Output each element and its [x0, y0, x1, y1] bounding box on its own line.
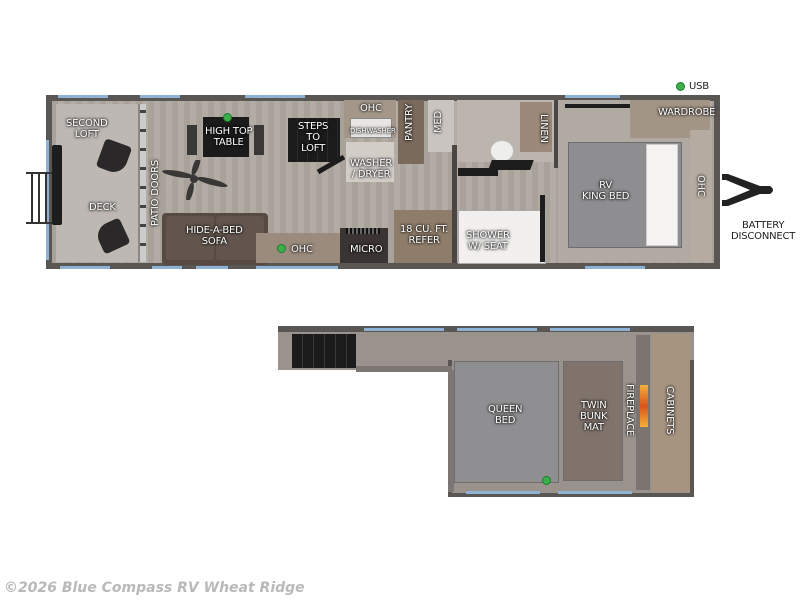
- window-shade: [565, 104, 645, 108]
- refrigerator: [394, 210, 452, 263]
- interior-wall: [554, 100, 558, 168]
- label-cabinets: CABINETS: [664, 386, 675, 435]
- trailer-hitch-icon: [720, 170, 778, 210]
- ceiling-fan-icon: [160, 156, 230, 202]
- label-fireplace: FIREPLACE: [624, 384, 635, 436]
- label-rv-king-bed: RV KING BED: [582, 180, 630, 202]
- dishwasher: [350, 118, 392, 138]
- window: [585, 266, 645, 269]
- deck-railing: [26, 172, 56, 224]
- label-queen-bed: QUEEN BED: [488, 404, 523, 426]
- hall-door: [458, 168, 498, 176]
- label-second-loft: SECOND LOFT: [66, 118, 108, 140]
- label-high-top-table: HIGH TOP TABLE: [205, 126, 253, 148]
- high-top-table: [203, 117, 249, 157]
- label-med: MED: [433, 111, 444, 134]
- window: [196, 266, 228, 269]
- patio-door-frame: [140, 104, 146, 262]
- copyright-watermark: ©2026 Blue Compass RV Wheat Ridge: [4, 580, 305, 596]
- toilet: [490, 140, 514, 162]
- label-micro: MICRO: [350, 244, 383, 255]
- label-ohc-living: OHC: [291, 244, 313, 255]
- loft-railing: [356, 366, 452, 372]
- window: [565, 95, 620, 98]
- label-twin-bunk-mat: TWIN BUNK MAT: [580, 400, 608, 433]
- window: [152, 266, 182, 269]
- window: [558, 491, 632, 494]
- ohc-bedroom: [690, 130, 712, 262]
- label-battery-disconnect: BATTERY DISCONNECT: [731, 220, 796, 242]
- twin-bunk-mat: [563, 361, 623, 481]
- label-ohc-bedroom: OHC: [695, 175, 706, 197]
- usb-dot-icon: [542, 476, 551, 485]
- shower-wall: [540, 195, 545, 262]
- label-deck: DECK: [89, 202, 116, 213]
- window: [550, 328, 630, 331]
- window: [140, 95, 180, 98]
- linen-cabinet: [520, 102, 552, 152]
- label-washer-dryer: WASHER / DRYER: [350, 158, 393, 180]
- window: [245, 95, 305, 98]
- label-steps-to-loft: STEPS TO LOFT: [298, 121, 329, 154]
- label-linen: LINEN: [538, 114, 549, 143]
- loft-railing: [448, 370, 454, 492]
- loft-cabinets: [652, 334, 690, 492]
- label-ohc-kitchen: OHC: [360, 103, 382, 114]
- stove-grate: [346, 228, 380, 234]
- pantry: [398, 100, 424, 164]
- label-pantry: PANTRY: [404, 104, 415, 142]
- kitchen-counter: [256, 233, 340, 263]
- loft-stairs: [292, 334, 356, 368]
- label-usb: USB: [689, 81, 709, 92]
- steps-to-loft: [288, 118, 340, 162]
- queen-bed: [454, 361, 559, 483]
- window: [466, 491, 540, 494]
- window: [457, 328, 537, 331]
- label-refer: 18 CU. FT. REFER: [400, 224, 449, 246]
- usb-dot-icon: [223, 113, 232, 122]
- bar-stool: [187, 125, 197, 155]
- fireplace-flame: [640, 385, 648, 427]
- sofa-cushion: [166, 216, 214, 260]
- bar-stool: [254, 125, 264, 155]
- label-dishwasher: DISHWASHER: [350, 127, 396, 135]
- label-wardrobe: WARDROBE: [658, 107, 716, 118]
- usb-dot-icon: [277, 244, 286, 253]
- label-sofa: HIDE-A-BED SOFA: [186, 225, 243, 247]
- interior-wall: [452, 145, 457, 263]
- shower: [458, 210, 546, 264]
- window: [58, 95, 108, 98]
- window: [256, 266, 338, 269]
- label-shower: SHOWER W/ SEAT: [466, 230, 510, 252]
- washer-dryer: [346, 142, 394, 182]
- window: [364, 328, 444, 331]
- usb-dot-icon: [676, 82, 685, 91]
- deck-door: [52, 145, 62, 225]
- med-cabinet: [428, 100, 454, 152]
- window: [60, 266, 110, 269]
- pillows: [646, 144, 678, 246]
